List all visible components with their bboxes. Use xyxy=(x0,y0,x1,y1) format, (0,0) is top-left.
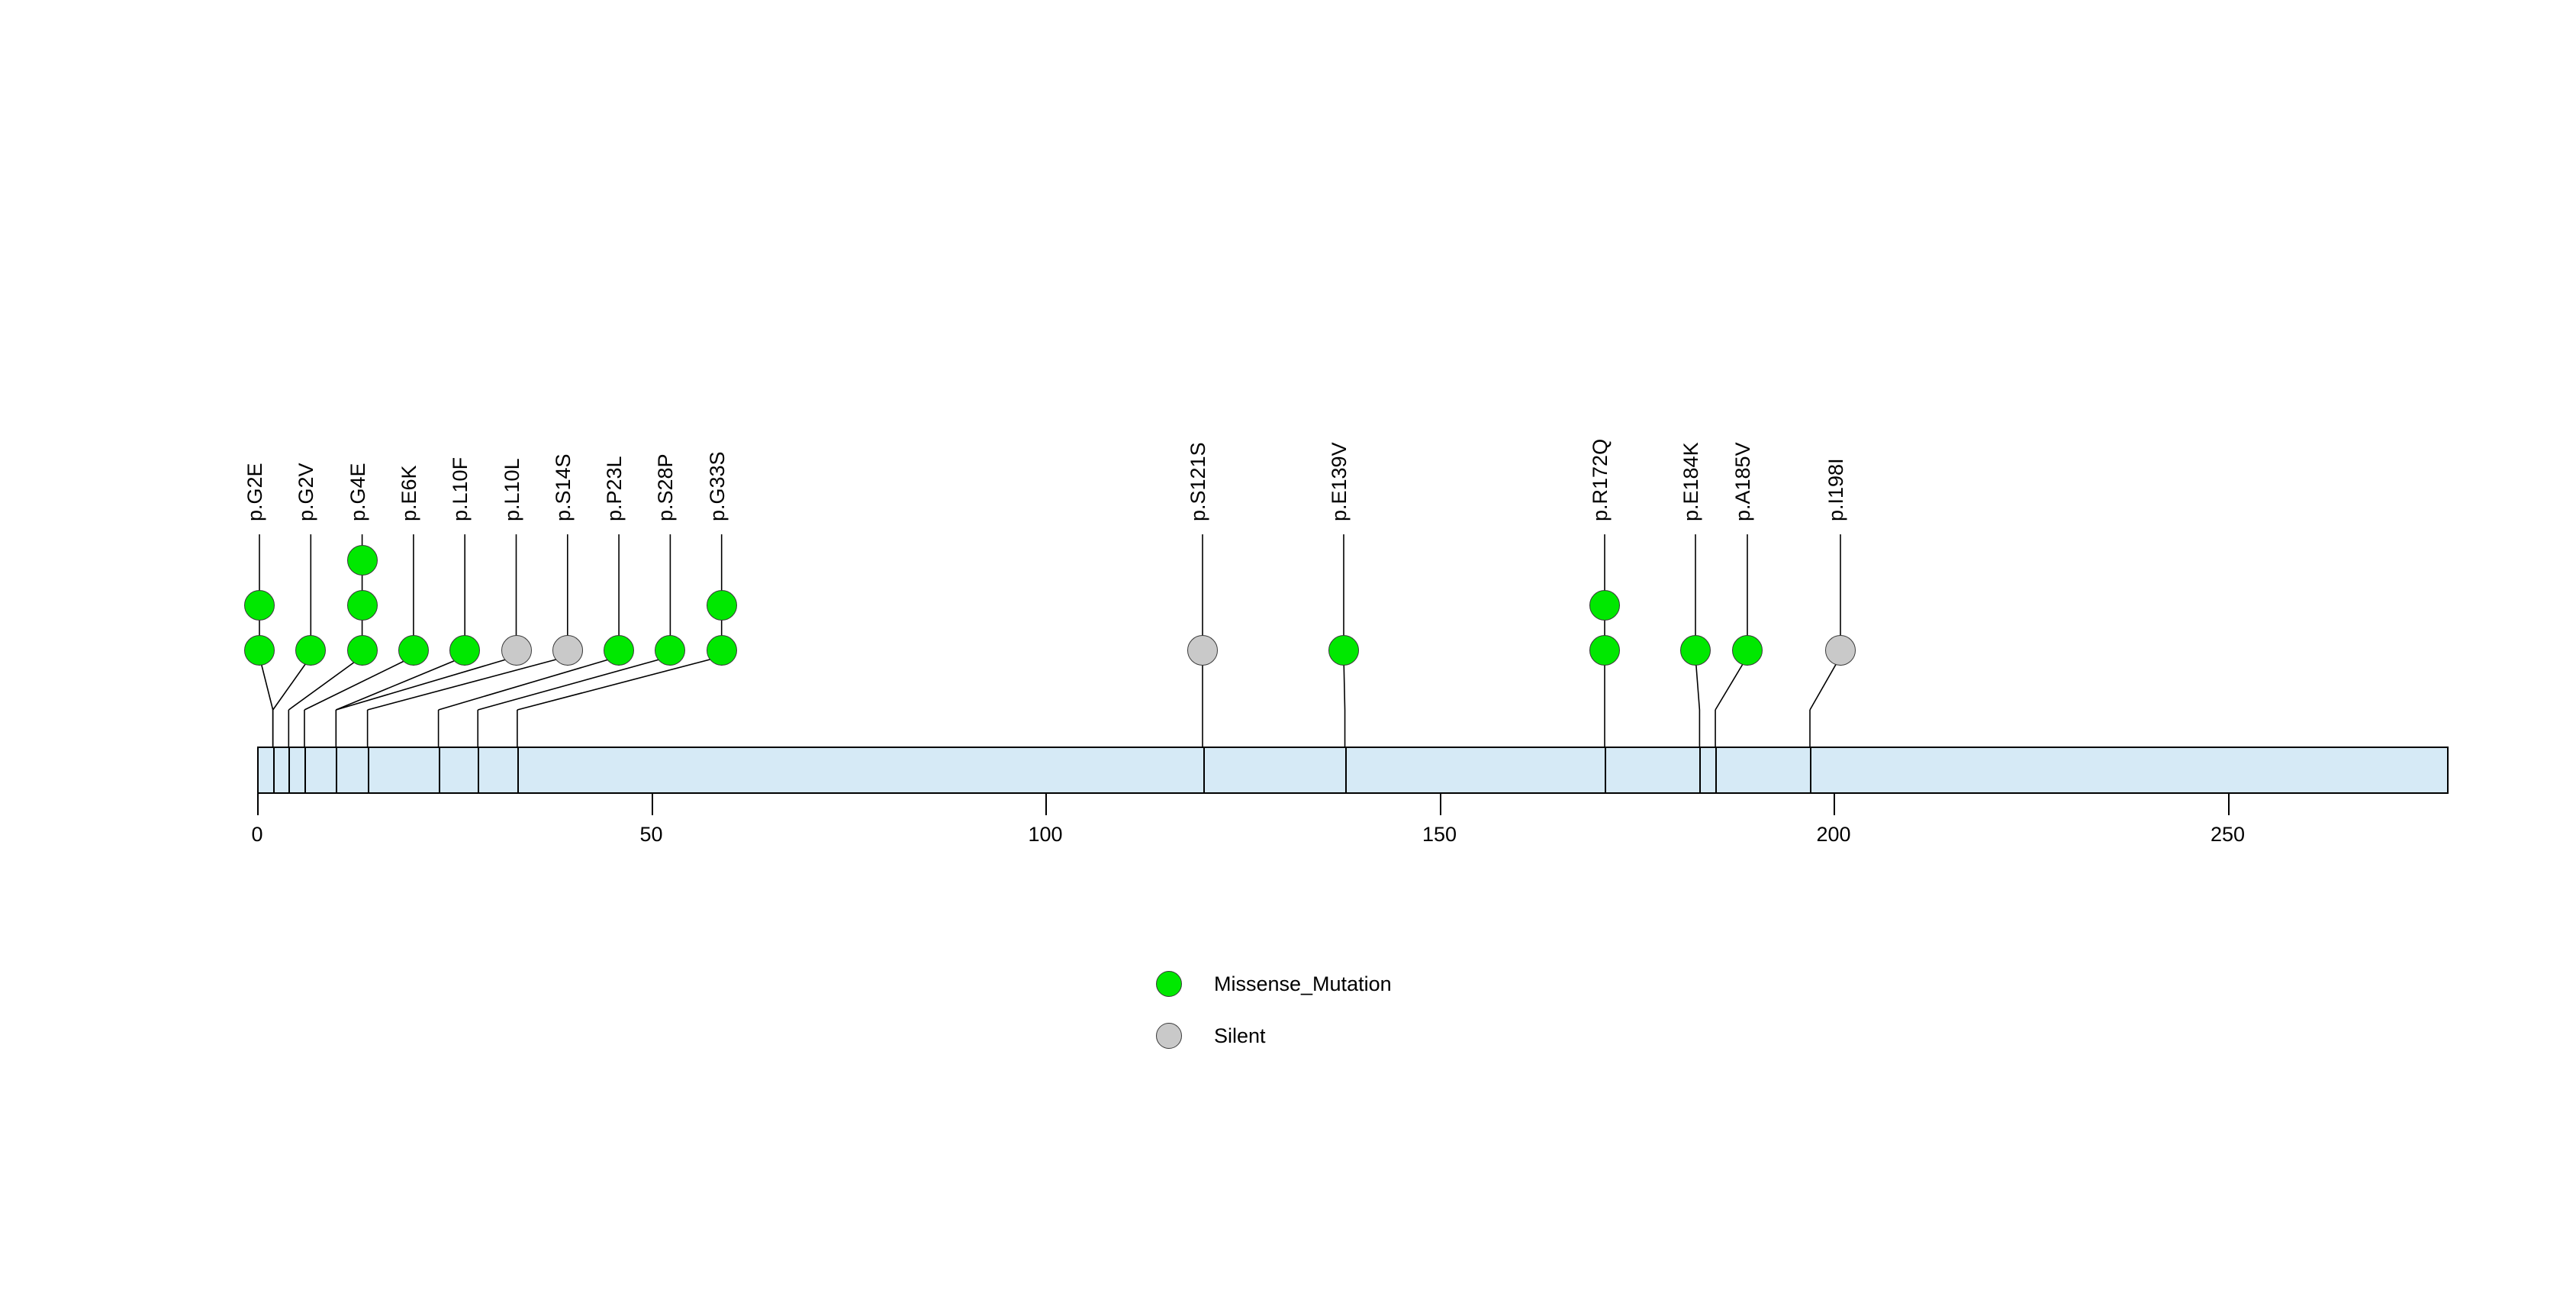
axis-tick-label: 50 xyxy=(639,823,663,846)
lollipop-dot-silent[interactable] xyxy=(1187,635,1218,666)
axis-tick-label: 200 xyxy=(1816,823,1851,846)
protein-bar-tick xyxy=(478,747,480,794)
lollipop-dot-missense_mutation[interactable] xyxy=(1732,635,1763,666)
axis-tick xyxy=(1045,794,1047,815)
axis-tick-label: 100 xyxy=(1028,823,1063,846)
lollipop-dot-missense_mutation[interactable] xyxy=(1680,635,1711,666)
lollipop-dot-missense_mutation[interactable] xyxy=(346,590,378,621)
legend-swatch-missense-icon xyxy=(1156,971,1182,997)
lollipop-dot-missense_mutation[interactable] xyxy=(706,635,737,666)
lollipop-dot-missense_mutation[interactable] xyxy=(295,635,327,666)
lollipop-dot-missense_mutation[interactable] xyxy=(346,545,378,576)
lollipop-label: p.L10L xyxy=(500,458,523,521)
lollipop-dot-silent[interactable] xyxy=(552,635,583,666)
lollipop-dot-missense_mutation[interactable] xyxy=(398,635,429,666)
lollipop-label: p.E184K xyxy=(1679,442,1702,521)
lollipop-label: p.G33S xyxy=(705,451,729,521)
axis-tick xyxy=(1439,794,1441,815)
axis-tick xyxy=(257,794,259,815)
axis-tick xyxy=(1834,794,1835,815)
lollipop-dot-silent[interactable] xyxy=(1825,635,1856,666)
lollipop-dot-missense_mutation[interactable] xyxy=(449,635,481,666)
lollipop-label: p.S28P xyxy=(654,453,678,521)
protein-bar-tick xyxy=(272,747,275,794)
protein-bar-tick xyxy=(1699,747,1702,794)
lollipop-label: p.G4E xyxy=(346,463,369,521)
lollipop-dot-missense_mutation[interactable] xyxy=(1589,590,1620,621)
axis-tick xyxy=(651,794,653,815)
lollipop-dot-missense_mutation[interactable] xyxy=(604,635,635,666)
lollipop-label: p.S14S xyxy=(551,453,575,521)
lollipop-label: p.I198I xyxy=(1824,458,1847,521)
legend-swatch-silent-icon xyxy=(1156,1023,1182,1049)
lollipop-dot-silent[interactable] xyxy=(501,635,532,666)
protein-bar-tick xyxy=(517,747,519,794)
protein-bar-tick xyxy=(438,747,440,794)
protein-bar-tick xyxy=(1810,747,1811,794)
legend-label-silent: Silent xyxy=(1214,1024,1266,1047)
protein-bar-tick xyxy=(1605,747,1607,794)
lollipop-label: p.P23L xyxy=(603,456,626,521)
legend-label-missense: Missense_Mutation xyxy=(1214,972,1392,995)
lollipop-dot-missense_mutation[interactable] xyxy=(244,635,275,666)
protein-bar-tick xyxy=(1203,747,1205,794)
lollipop-label: p.G2V xyxy=(295,463,318,521)
protein-bar-tick xyxy=(336,747,338,794)
protein-backbone-bar xyxy=(257,747,2449,794)
axis-tick-label: 150 xyxy=(1422,823,1457,846)
lollipop-label: p.G2E xyxy=(243,463,266,521)
legend-item-missense: Missense_Mutation xyxy=(1156,958,1392,1010)
legend-item-silent: Silent xyxy=(1156,1010,1392,1062)
lollipop-label: p.R172Q xyxy=(1589,438,1612,521)
lollipop-label: p.A185V xyxy=(1731,442,1754,521)
lollipop-label: p.E6K xyxy=(397,465,420,521)
legend: Missense_Mutation Silent xyxy=(1156,958,1392,1062)
protein-bar-tick xyxy=(288,747,291,794)
lollipop-dot-missense_mutation[interactable] xyxy=(1589,635,1620,666)
lollipop-dot-missense_mutation[interactable] xyxy=(655,635,686,666)
lollipop-label: p.E139V xyxy=(1328,442,1351,521)
lollipop-label: p.L10F xyxy=(449,456,472,521)
lollipop-dot-missense_mutation[interactable] xyxy=(1328,635,1359,666)
protein-bar-tick xyxy=(304,747,306,794)
axis-tick-label: 250 xyxy=(2210,823,2246,846)
protein-bar-tick xyxy=(1715,747,1718,794)
lollipop-dot-missense_mutation[interactable] xyxy=(244,590,275,621)
axis-tick-label: 0 xyxy=(251,823,263,846)
lollipop-label: p.S121S xyxy=(1187,442,1209,521)
lollipop-dot-missense_mutation[interactable] xyxy=(346,635,378,666)
protein-bar-tick xyxy=(1344,747,1347,794)
lollipop-dot-missense_mutation[interactable] xyxy=(706,590,737,621)
protein-bar-tick xyxy=(367,747,369,794)
axis-tick xyxy=(2227,794,2230,815)
